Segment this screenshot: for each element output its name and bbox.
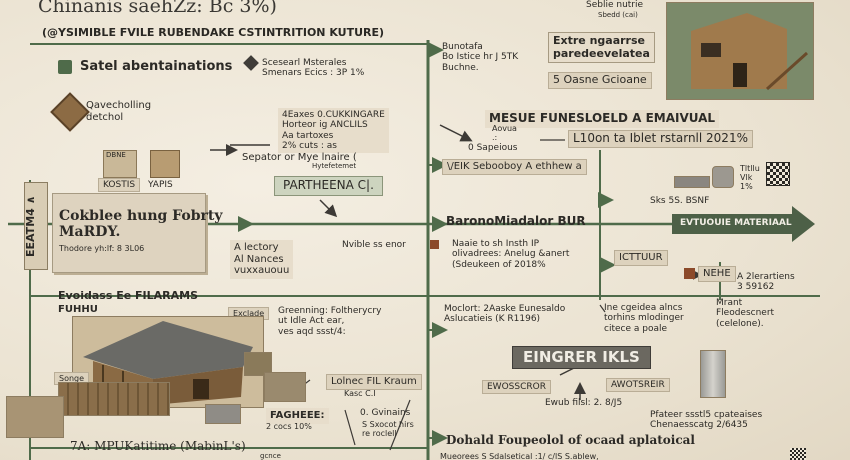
actor-note: A lectory Al Nances vuxxauouu [230, 240, 294, 279]
green-note: Greenning: Foltherycry ut Idle Act ear, … [278, 306, 382, 337]
sepat-note: Sepator or Mye lnaire ( [242, 152, 357, 163]
sepat-small: Hytefetemet [312, 162, 357, 170]
page-title: Chinanis saehZz: Bc 3%) [38, 0, 277, 17]
tia-label: Tltllu Vlk 1% [740, 164, 760, 192]
veir-tag: \/EIK Sebooboy A ethhew a [442, 159, 587, 175]
slab-photo [674, 176, 710, 188]
ictur-tag: ICTTUUR [614, 250, 668, 266]
mrant-note: Mrant Fleodescnert (celelone). [716, 298, 775, 329]
awots-tag: AWOTSREIR [606, 378, 670, 393]
qr-code-icon [766, 162, 790, 186]
nvible-note: Nvible ss enor [342, 240, 406, 250]
fagmee-sub: 2 cocs 10% [266, 422, 312, 431]
ine-note: Ine cgeidea alncs torhins mlodinger cite… [604, 303, 684, 334]
ewub-label: Ewub filsl: 2. 8/J5 [545, 398, 623, 408]
cobble-sub: Thodore yh:lf: 8 3L06 [59, 244, 145, 254]
cracked-wall-photo [6, 396, 64, 438]
baron-label: BaronoMiadalor BUR [446, 214, 586, 228]
kasc-label: Kasc C.I [344, 389, 376, 398]
page-subtitle: (@YSIMIBLE FVILE RUBENDAKE CSTINTRITION … [42, 26, 385, 39]
bullet-icon [430, 240, 439, 249]
moclort-note: Moclort: 2Aaske Eunesaldo Aslucatieis (K… [444, 304, 566, 325]
ingrer-banner: EINGRER IKLS [512, 346, 651, 370]
evoid-sub: FUHHU [58, 304, 98, 315]
brick-graphic [150, 150, 180, 178]
loinec-tag: Lolnec FIL Kraum [326, 374, 422, 390]
gvinains-sub: S Sxocot hirs re roclell [362, 420, 414, 439]
rock-photo [712, 166, 734, 188]
cylinder-photo [700, 350, 726, 398]
vertical-label: EEATM4 ∧ [24, 182, 48, 270]
cave-label: Qavecholling detchol [86, 100, 152, 123]
photo-sub-label: Sbedd (cai) [598, 11, 638, 19]
pfatear-note: Pfateer ssstl5 cpateaises Chenaesscatg 2… [650, 410, 763, 431]
ewoss-tag: EWOSSCROR [482, 380, 551, 395]
photo-top-label: Seblie nutrie [586, 0, 644, 10]
crate-graphic [103, 150, 137, 178]
lib-note: L10on ta Iblet rstarnll 2021% [568, 130, 753, 148]
bin-label: DBNE [106, 151, 126, 159]
stone-block-photo [205, 404, 241, 424]
nsse-note: Naaie to sh Insth IP olivadrees: Anelug … [452, 239, 570, 270]
mesue-head: MESUE FUNESLOELD A EMAIVUAL [485, 110, 720, 128]
dohald-sub: Mueorees S Sdalsetical :1/ c/lS S.ablew, [440, 452, 599, 460]
nehe-tag: NEHE [698, 266, 736, 282]
arrow-label: EVTUOUIE MATERIAAL [680, 218, 792, 228]
dohald-head: Dohald Foupeolol of ocaad aplatoical [446, 433, 695, 447]
gvinains-label: 0. Gvinains [360, 408, 411, 418]
cobble-title: Cokblee hung Fobrty MaRDY. [59, 208, 223, 241]
yapis-label: YAPIS [148, 180, 173, 190]
logs-photo [58, 382, 170, 416]
oasne-tag: 5 Oasne Gcioane [548, 72, 652, 89]
material-arrow [672, 206, 815, 242]
cabin-illustration [667, 3, 813, 99]
leaf-icon [58, 60, 72, 74]
mesue-sub: Aovua .: [492, 124, 517, 143]
gcnce-label: gcnce [260, 452, 281, 460]
evoid-head: Evoidass Ee FILARAMS [58, 289, 199, 302]
seesm-note: Scesearl Msterales Smenars Ecics : 3P 1% [262, 58, 365, 79]
qr-mini-icon [790, 448, 806, 460]
cabin-photo [666, 2, 814, 100]
osap-label: 0 Sapeious [468, 143, 518, 153]
partheena-tag: PARTHEENA C|. [274, 176, 383, 196]
pile-note: 4Eaxes 0.CUKKINGARE Horteor ig ANCLILS A… [278, 108, 389, 154]
left-head: Satel abentainations [80, 59, 233, 74]
square-icon [684, 268, 695, 279]
bsnf-label: Sks 5S. BSNF [650, 196, 710, 206]
bottom-left-label: 7A: MPUKatitime (MabinL's) [70, 439, 246, 453]
a2-note: A 2lerartiens 3 59162 [737, 272, 795, 293]
lumber-photo [264, 372, 306, 402]
kostis-tag: KOSTIS [98, 178, 141, 193]
mid-top-note: Bunotafa Bo Istice hr J 5TK Buchne. [442, 42, 519, 73]
cobble-card: Cokblee hung Fobrty MaRDY. Thodore yh:lf… [52, 193, 223, 273]
fagmee-title: FAGHEEE: [266, 408, 329, 424]
extro-note: Extre ngaarrse paredeevelatea [548, 32, 655, 64]
